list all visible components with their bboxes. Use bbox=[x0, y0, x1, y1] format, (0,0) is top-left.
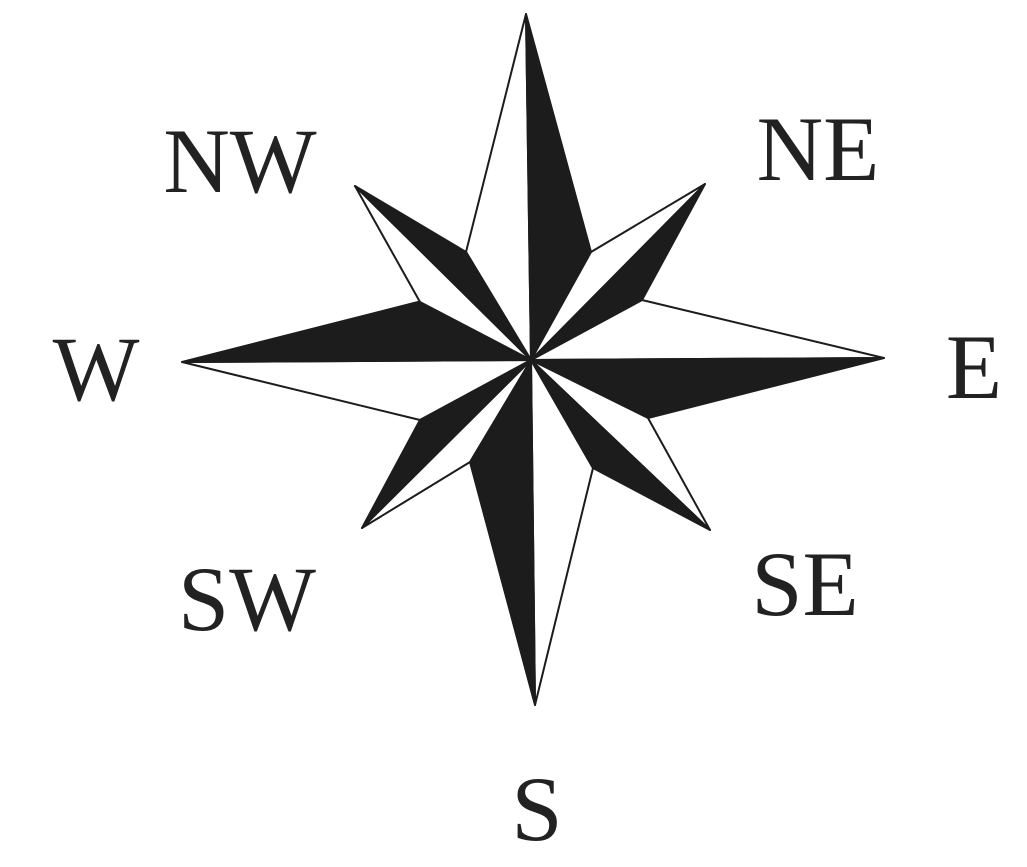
label-se: SE bbox=[751, 533, 858, 635]
label-sw: SW bbox=[178, 548, 316, 650]
label-e: E bbox=[946, 316, 1002, 418]
label-nw: NW bbox=[163, 110, 316, 212]
label-ne: NE bbox=[757, 98, 880, 200]
label-s: S bbox=[511, 758, 562, 860]
label-w: W bbox=[53, 318, 140, 420]
